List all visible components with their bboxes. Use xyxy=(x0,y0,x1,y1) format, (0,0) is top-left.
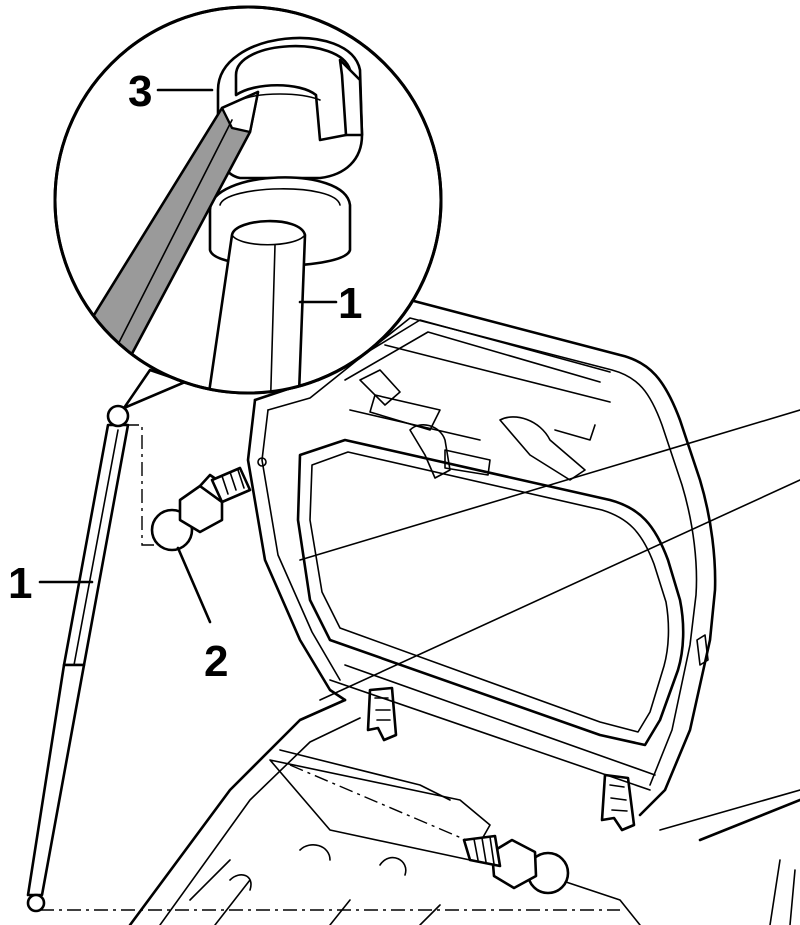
callout-1-strut: 1 xyxy=(8,559,32,608)
tailgate-frame xyxy=(246,298,717,817)
callout-2: 2 xyxy=(204,637,228,686)
alignment-lines xyxy=(40,424,620,911)
callout-1-detail: 1 xyxy=(338,279,362,328)
hinges xyxy=(366,686,636,832)
leader-lines xyxy=(38,88,338,624)
callout-3: 3 xyxy=(128,67,152,116)
vehicle-body xyxy=(299,409,800,842)
body-opening xyxy=(128,698,796,925)
ball-stud-lower xyxy=(462,834,570,895)
detail-magnifier xyxy=(53,5,443,410)
gas-strut xyxy=(26,404,130,913)
ball-stud-upper xyxy=(150,466,252,552)
